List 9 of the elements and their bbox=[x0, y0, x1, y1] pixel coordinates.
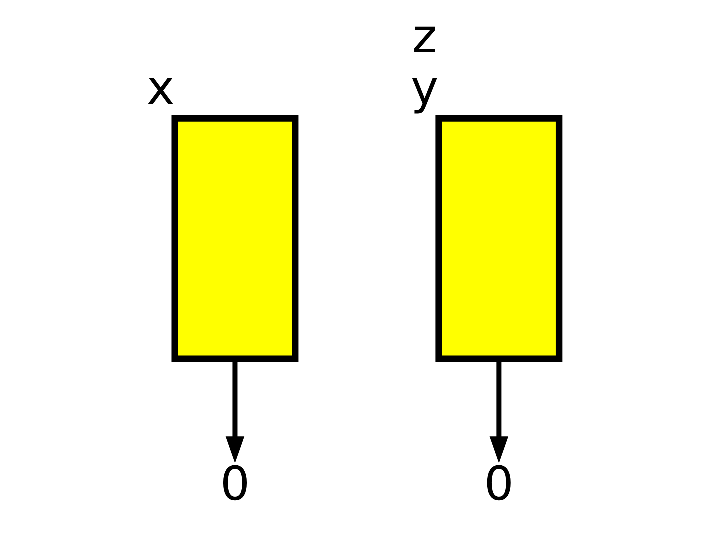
node-label: z bbox=[412, 10, 438, 64]
node-box bbox=[172, 115, 299, 362]
node-box bbox=[436, 115, 563, 362]
node-label: y bbox=[410, 62, 439, 116]
arrow bbox=[490, 359, 509, 464]
arrow bbox=[226, 359, 245, 464]
node-label: x bbox=[147, 62, 175, 116]
node-text: 0 bbox=[220, 458, 250, 512]
node-text: 0 bbox=[484, 458, 514, 512]
